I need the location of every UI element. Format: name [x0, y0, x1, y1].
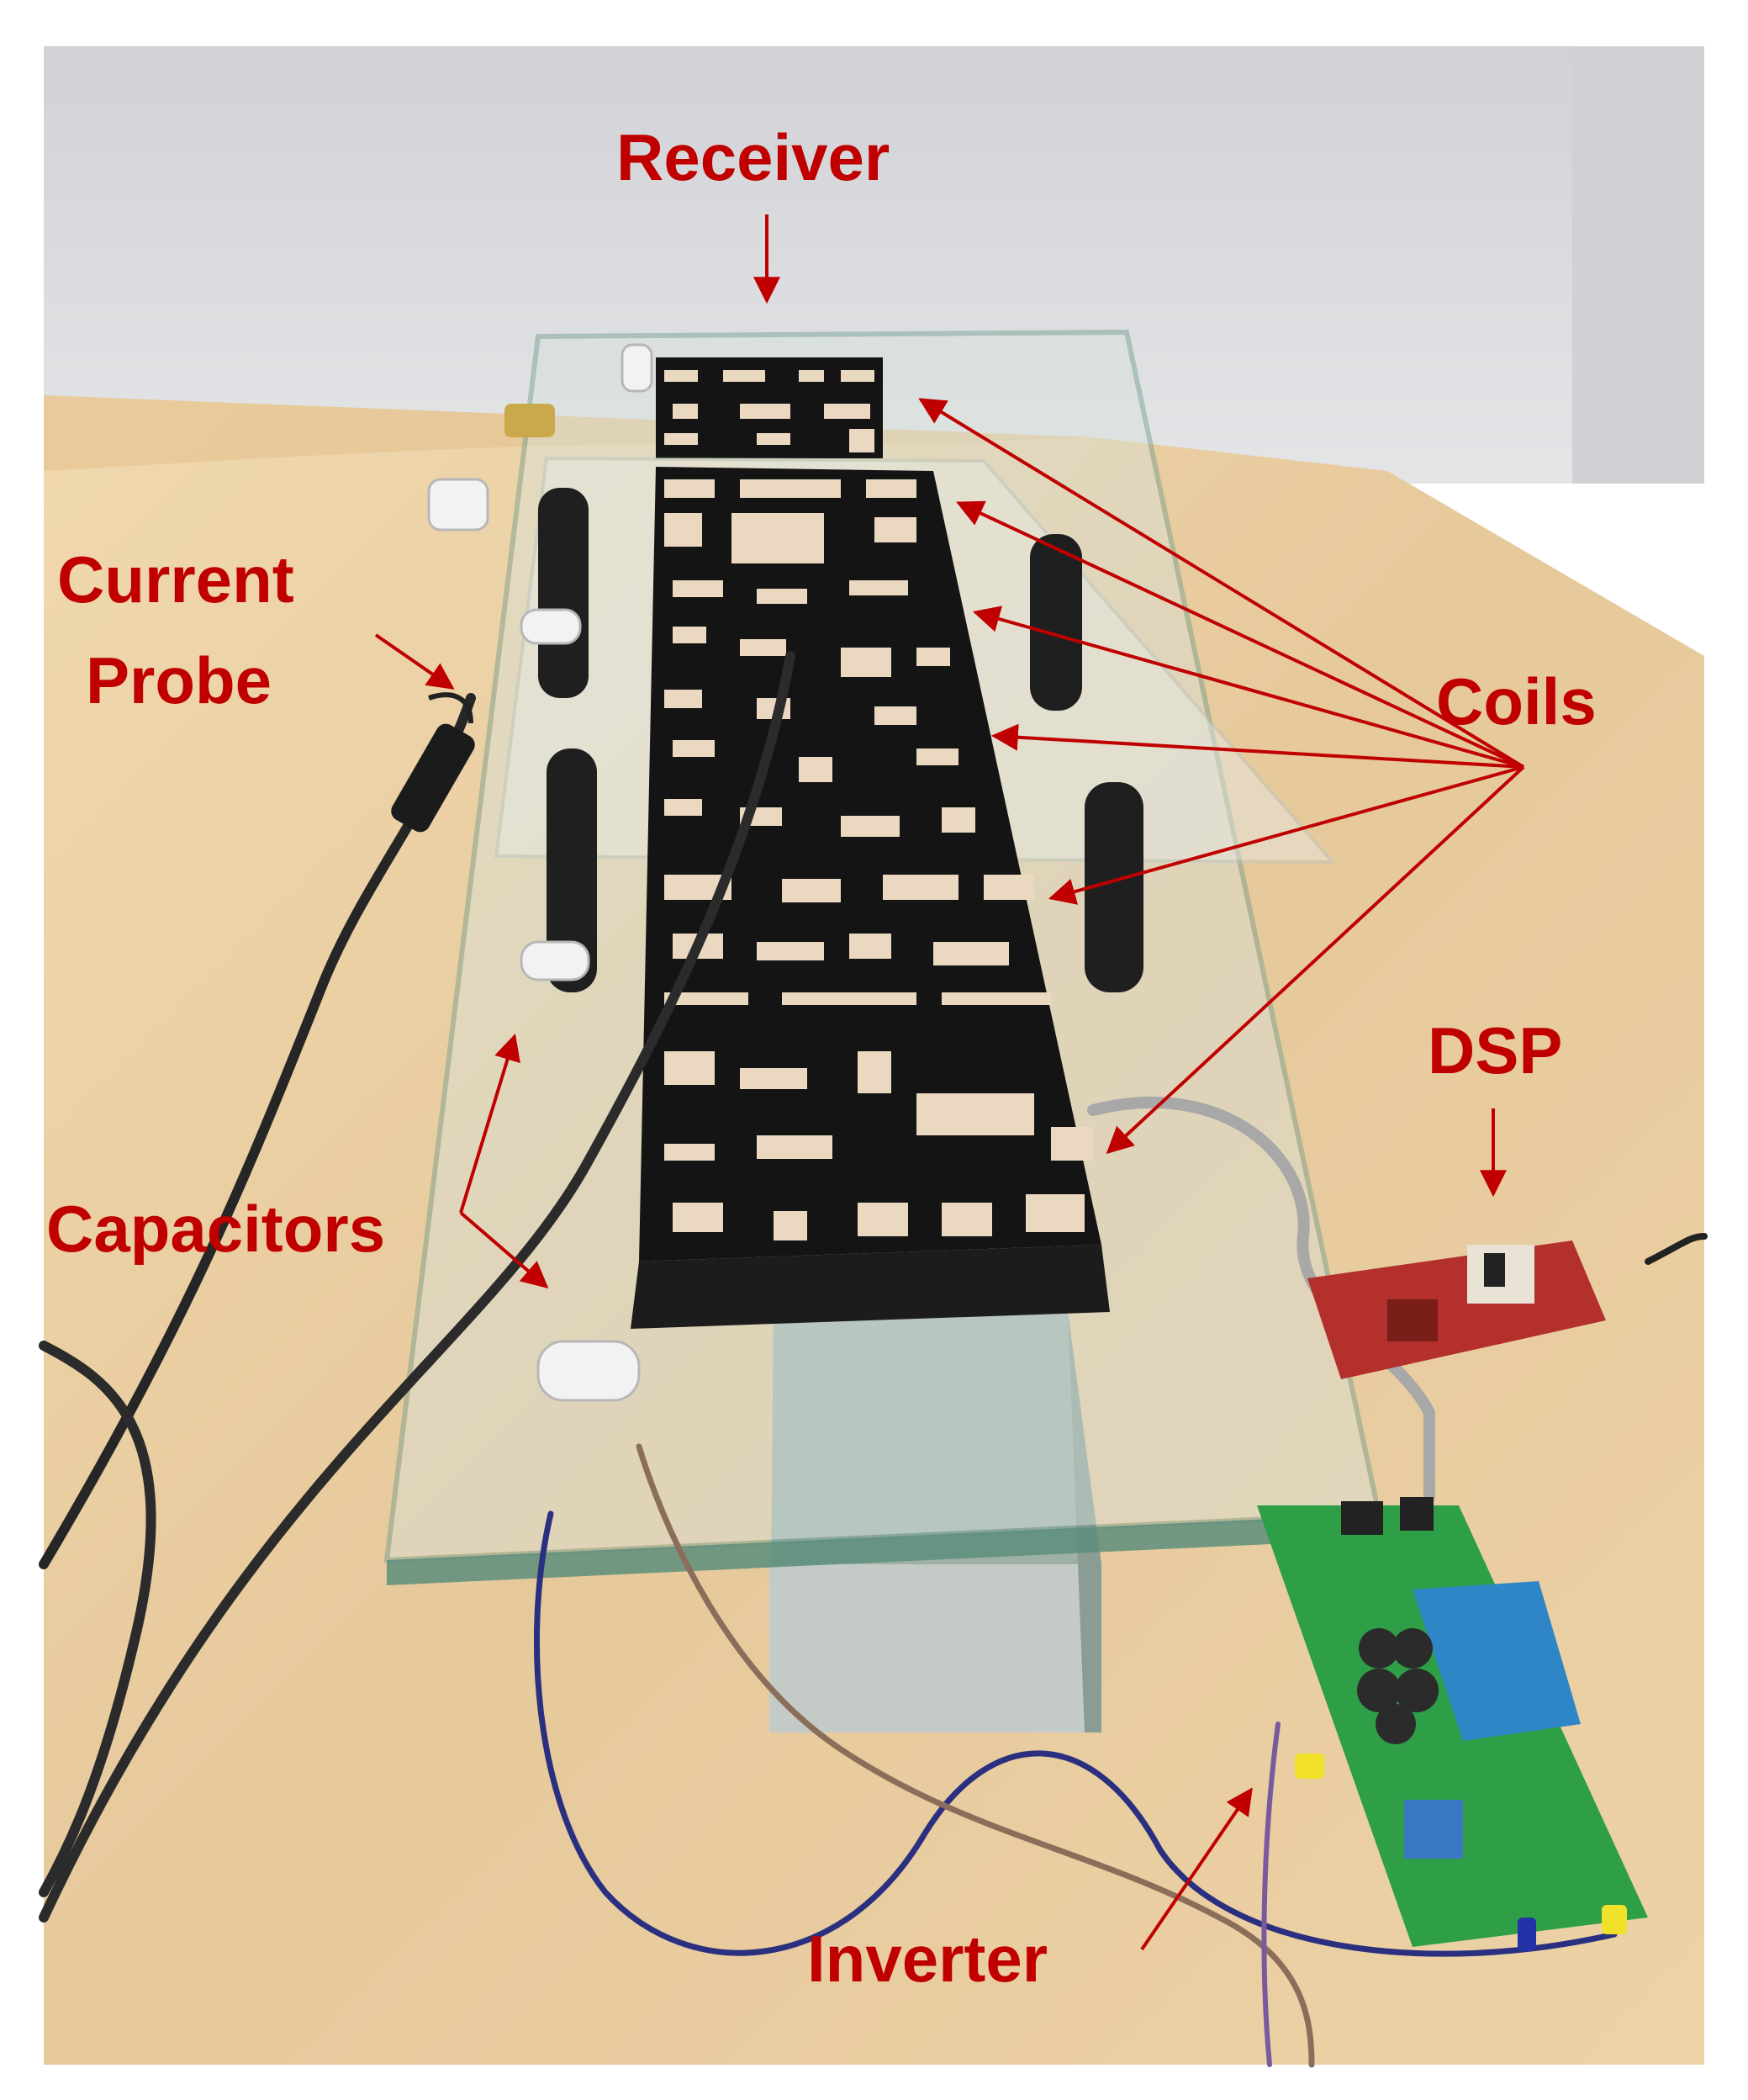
capacitor-arrow-up — [459, 1033, 520, 1214]
current-probe-label-line1: Current — [57, 542, 294, 616]
coil-arrow-3 — [972, 606, 1524, 769]
dsp-label: DSP — [1428, 1013, 1563, 1087]
floor-shadow — [44, 395, 1093, 471]
coil-arrow-4 — [990, 723, 1524, 769]
capacitor-arrow-down — [459, 1211, 549, 1289]
capacitors — [427, 343, 653, 1402]
receiver-coil — [656, 357, 883, 458]
current-probe-arrow — [374, 633, 455, 690]
coil-arrow-2 — [956, 500, 1524, 769]
inverter-label: Inverter — [807, 1922, 1048, 1996]
capacitors-label: Capacitors — [46, 1192, 386, 1266]
transmitter-coils — [631, 467, 1110, 1329]
annotation-arrows — [374, 214, 1525, 1951]
receiver-label: Receiver — [616, 120, 890, 194]
current-probe — [391, 692, 475, 833]
coil-arrow-5 — [1048, 765, 1524, 905]
coils-label: Coils — [1436, 664, 1597, 738]
cables — [39, 651, 1708, 2068]
wall-panel — [1572, 46, 1704, 484]
foam-block — [769, 1312, 1101, 1732]
support-cylinders — [538, 488, 1143, 992]
inverter-arrow — [1140, 1787, 1253, 1951]
coil-arrow-6 — [1106, 765, 1525, 1155]
current-probe-label-line2: Probe — [86, 643, 272, 717]
coil-arrow-1 — [918, 398, 1525, 769]
dsp-board — [1307, 1240, 1606, 1379]
inverter-board — [1257, 1497, 1648, 1951]
